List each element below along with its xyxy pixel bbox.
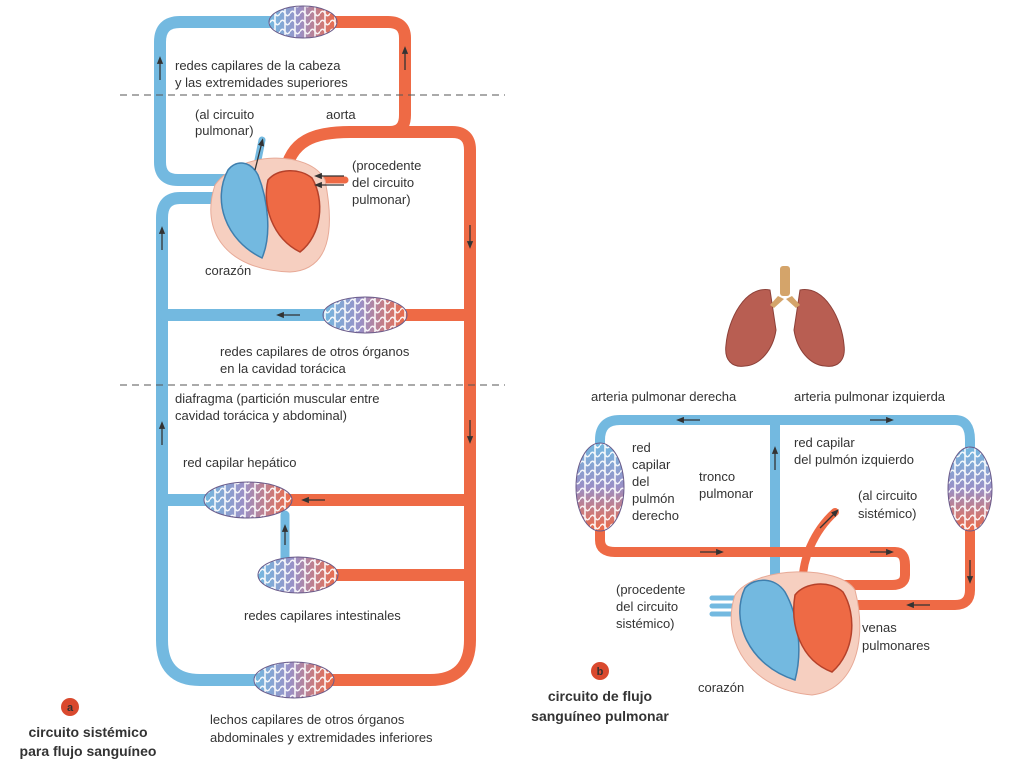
capillary-bed-thoracic	[322, 296, 408, 334]
label-diaphragm-2: cavidad torácica y abdominal)	[175, 408, 347, 423]
label-thoracic-capillaries-1: redes capilares de otros órganos	[220, 344, 410, 359]
capillary-bed-right-lung	[575, 442, 625, 532]
title-a-line2: para flujo sanguíneo	[20, 743, 157, 759]
label-to-systemic-1: (al circuito	[858, 488, 917, 503]
capillary-bed-lower-body	[253, 661, 335, 699]
label-thoracic-capillaries-2: en la cavidad torácica	[220, 361, 347, 376]
lungs-illustration	[725, 266, 845, 367]
label-lower-body-2: abdominales y extremidades inferiores	[210, 730, 433, 745]
capillary-bed-hepatic	[203, 481, 293, 519]
label-right-lung-cap-1: red	[632, 440, 651, 455]
label-intestinal: redes capilares intestinales	[244, 608, 401, 623]
label-left-lung-cap-2: del pulmón izquierdo	[794, 452, 914, 467]
badge-a: a	[61, 698, 79, 716]
capillary-beds-a	[203, 5, 408, 699]
label-from-systemic-1: (procedente	[616, 582, 685, 597]
vena-cava	[156, 192, 264, 686]
label-hepatic: red capilar hepático	[183, 455, 296, 470]
flow-arrows-b	[676, 416, 974, 609]
label-to-systemic-2: sistémico)	[858, 506, 917, 521]
label-to-pulmonary-2: pulmonar)	[195, 123, 254, 138]
aorta-vessel	[279, 126, 476, 686]
panel-a-systemic: redes capilares de la cabeza y las extre…	[20, 5, 505, 759]
label-left-lung-cap-1: red capilar	[794, 435, 855, 450]
label-from-pulmonary-3: pulmonar)	[352, 192, 411, 207]
label-to-pulmonary-1: (al circuito	[195, 107, 254, 122]
label-right-lung-cap-4: pulmón	[632, 491, 675, 506]
label-right-pulmonary-artery: arteria pulmonar derecha	[591, 389, 737, 404]
capillary-bed-left-lung	[947, 446, 993, 532]
label-head-capillaries-1: redes capilares de la cabeza	[175, 58, 341, 73]
label-aorta: aorta	[326, 107, 356, 122]
heart-a	[210, 157, 330, 273]
label-from-systemic-3: sistémico)	[616, 616, 675, 631]
label-from-pulmonary-1: (procedente	[352, 158, 421, 173]
label-left-pulmonary-artery: arteria pulmonar izquierda	[794, 389, 946, 404]
label-from-systemic-2: del circuito	[616, 599, 678, 614]
label-lower-body-1: lechos capilares de otros órganos	[210, 712, 405, 727]
label-head-capillaries-2: y las extremidades superiores	[175, 75, 348, 90]
arterial-vessels-a	[279, 16, 476, 686]
capillary-bed-head	[268, 5, 338, 39]
label-right-lung-cap-5: derecho	[632, 508, 679, 523]
label-diaphragm-1: diafragma (partición muscular entre	[175, 391, 379, 406]
capillary-bed-intestinal	[257, 556, 339, 594]
title-a-line1: circuito sistémico	[28, 724, 147, 740]
panel-b-pulmonary: arteria pulmonar derecha arteria pulmona…	[531, 266, 993, 724]
flow-arrows-a	[156, 46, 474, 545]
label-heart-a: corazón	[205, 263, 251, 278]
label-from-pulmonary-2: del circuito	[352, 175, 414, 190]
label-right-lung-cap-2: capilar	[632, 457, 671, 472]
svg-text:a: a	[67, 702, 74, 714]
vein-from-head	[154, 16, 278, 186]
label-pulmonary-trunk-1: tronco	[699, 469, 735, 484]
title-b-line1: circuito de flujo	[548, 688, 652, 704]
label-right-lung-cap-3: del	[632, 474, 649, 489]
badge-b: b	[591, 662, 609, 680]
label-pulmonary-veins-1: venas	[862, 620, 897, 635]
heart-b	[730, 571, 861, 696]
svg-text:b: b	[597, 666, 604, 678]
label-pulmonary-trunk-2: pulmonar	[699, 486, 754, 501]
artery-to-head	[329, 16, 411, 138]
title-b-line2: sanguíneo pulmonar	[531, 708, 669, 724]
label-pulmonary-veins-2: pulmonares	[862, 638, 930, 653]
label-heart-b: corazón	[698, 680, 744, 695]
